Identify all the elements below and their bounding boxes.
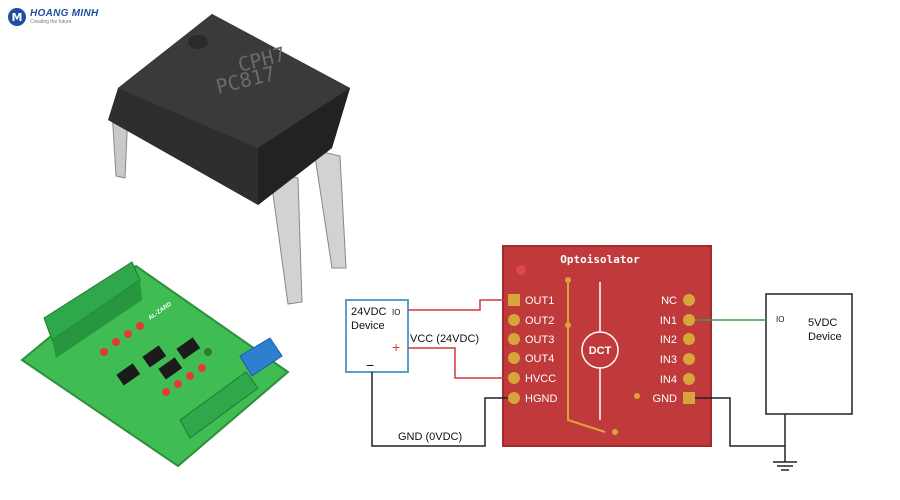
pin-pad-out4 [508, 352, 520, 364]
ground-icon [773, 461, 797, 471]
optocoupler-module-photo: AL-ZARD [20, 261, 290, 468]
pin-label-in4: IN4 [660, 374, 677, 386]
board-via [565, 322, 571, 328]
terminal-block-left-side [52, 280, 142, 358]
pin-label-hgnd: HGND [525, 393, 557, 405]
module-led [162, 388, 170, 396]
module-led [174, 380, 182, 388]
board-title: Optoisolator [560, 253, 640, 266]
pin-label-out4: OUT4 [525, 353, 554, 365]
right-pin-labels: NC IN1 IN2 IN3 IN4 GND [653, 295, 678, 405]
device-5vdc-label: 5VDC [808, 317, 837, 329]
pin-pad-in1 [683, 314, 695, 326]
board-via [612, 429, 618, 435]
module-chip [158, 357, 183, 380]
pin-pad-in3 [683, 353, 695, 365]
brand-tagline: Creating the future [30, 19, 72, 25]
device-24vdc-minus: − [366, 357, 374, 373]
left-pin-labels: OUT1 OUT2 OUT3 OUT4 HVCC HGND [525, 295, 557, 405]
chip-notch [188, 35, 208, 49]
board-via [565, 277, 571, 283]
device-24vdc-plus: + [392, 339, 400, 355]
pin-pad-nc [683, 294, 695, 306]
board-via [634, 393, 640, 399]
module-power-led [204, 348, 212, 356]
module-led [136, 322, 144, 330]
module-led [198, 364, 206, 372]
module-chip [142, 345, 167, 368]
device-24vdc-label: 24VDC [351, 306, 387, 318]
pin-label-out3: OUT3 [525, 334, 554, 346]
device-24vdc-box [345, 299, 409, 373]
device-24vdc-sub: Device [351, 320, 385, 332]
module-chip [176, 337, 201, 360]
board-mount-hole [516, 265, 526, 275]
pin-pad-hgnd [508, 392, 520, 404]
wiring-diagram: Optoisolator DCT OUT1 OUT2 OUT3 OUT4 HVC… [345, 245, 853, 471]
pin-pad-out3 [508, 333, 520, 345]
module-led [112, 338, 120, 346]
pin-pad-out2 [508, 314, 520, 326]
pin-pad-in2 [683, 333, 695, 345]
pin-pad-in4 [683, 373, 695, 385]
pin-label-in1: IN1 [660, 315, 677, 327]
terminal-block-blue [239, 337, 283, 377]
device-5vdc-io: IO [776, 315, 784, 324]
dct-label: DCT [589, 345, 612, 357]
brand-mark-icon: M [8, 8, 26, 26]
chip-top [118, 14, 350, 148]
wire-io-to-out1 [408, 299, 508, 311]
pin-pad-gnd [683, 392, 695, 404]
pin-label-out2: OUT2 [525, 315, 554, 327]
brand-name: HOANG MINH [30, 8, 99, 19]
module-led [100, 348, 108, 356]
pin-pad-hvcc [508, 372, 520, 384]
brand-logo: M HOANG MINH Creating the future [8, 8, 99, 26]
pc817-chip: CPH7 PC817 [108, 14, 350, 305]
module-led [124, 330, 132, 338]
pin-label-nc: NC [661, 295, 677, 307]
terminal-block-right [179, 371, 259, 439]
device-5vdc-sub: Device [808, 331, 842, 343]
wire-gnd-to-ground [695, 397, 785, 447]
device-5vdc-box [765, 293, 853, 415]
gnd-label: GND (0VDC) [398, 431, 462, 443]
chip-leg [313, 149, 347, 269]
pin-label-gnd: GND [653, 393, 678, 405]
device-24vdc-io: IO [392, 308, 400, 317]
pin-pad-out1 [508, 294, 520, 306]
dct-circle [581, 331, 619, 369]
pin-label-out1: OUT1 [525, 295, 554, 307]
module-led [186, 372, 194, 380]
chip-side [258, 88, 350, 205]
vcc-label: VCC (24VDC) [410, 333, 479, 345]
wire-gnd-to-hgnd [371, 372, 508, 447]
module-chip [116, 363, 141, 386]
pin-label-in3: IN3 [660, 354, 677, 366]
wire-vcc-to-hvcc [408, 347, 508, 379]
pin-label-hvcc: HVCC [525, 373, 556, 385]
pin-label-in2: IN2 [660, 334, 677, 346]
